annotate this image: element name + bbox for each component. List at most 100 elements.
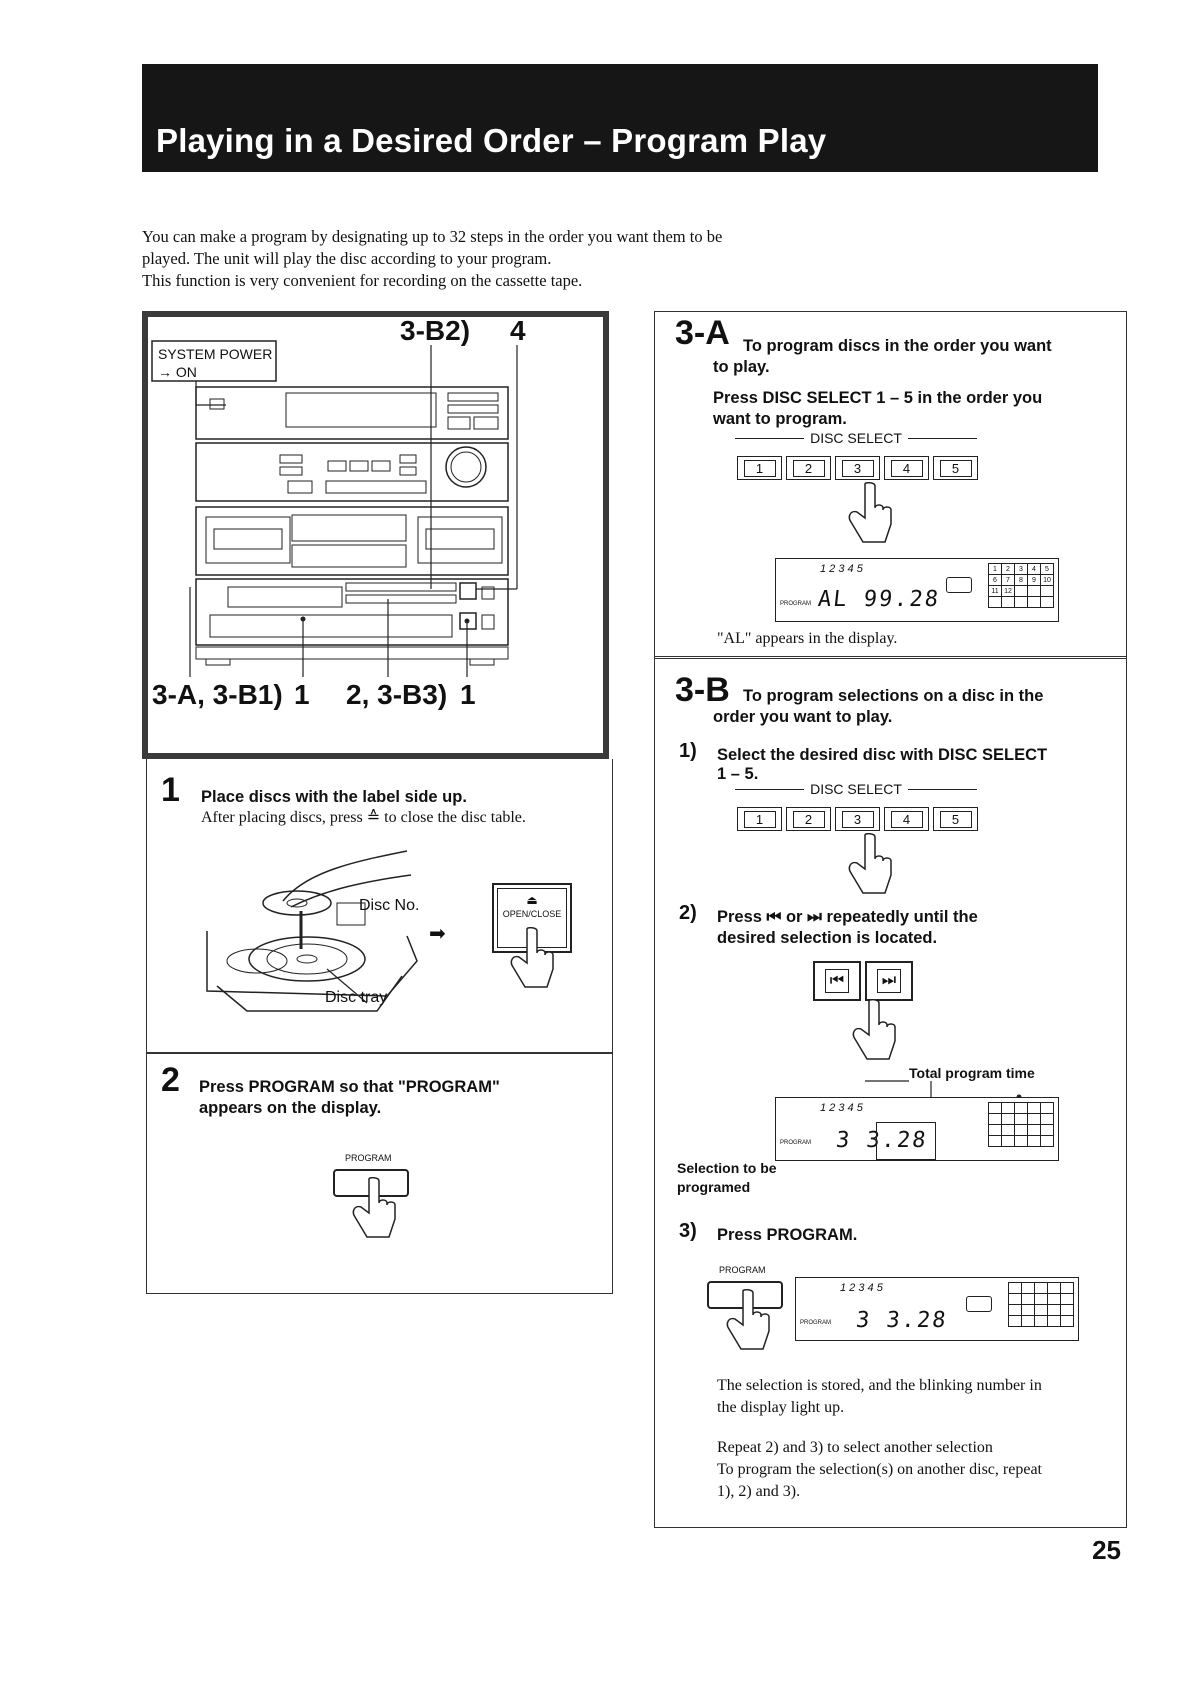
- step3b-heading-2: order you want to play.: [713, 708, 893, 726]
- stereo-drawing: [151, 340, 518, 677]
- step3b-body-2: the display light up.: [717, 1399, 845, 1416]
- step3b-body-1: The selection is stored, and the blinkin…: [717, 1377, 1042, 1394]
- disc-tray-illustration: [206, 850, 418, 1012]
- hand-pointer-icon: [352, 1177, 396, 1238]
- disc-select-buttons-3b: 1 2 3 4 5: [737, 807, 978, 831]
- arrow-icon: ➡: [429, 923, 446, 945]
- total-program-time-label: Total program time: [909, 1065, 1035, 1081]
- disc-select-1-button[interactable]: 1: [737, 807, 782, 831]
- callout-3-b2: 3-B2): [400, 315, 471, 346]
- step1-heading: Place discs with the label side up.: [201, 788, 467, 806]
- power-label-line2: → ON: [158, 364, 197, 380]
- hand-pointer-icon: [510, 927, 554, 988]
- display-readout: AL 99.28: [816, 587, 942, 612]
- disc-select-1-button[interactable]: 1: [737, 456, 782, 480]
- substep1-text-2: 1 – 5.: [717, 765, 759, 783]
- hand-pointer-icon: [852, 999, 896, 1060]
- step1-box: 1 Place discs with the label side up. Af…: [146, 759, 613, 1054]
- step2-heading-1: Press PROGRAM so that "PROGRAM": [199, 1078, 500, 1096]
- power-label-line1: SYSTEM POWER: [158, 346, 273, 362]
- callout-3-a-3-b1: 3-A, 3-B1): [152, 679, 283, 710]
- callout-2-3-b3: 2, 3-B3): [346, 679, 448, 710]
- display-readout: 3 3.28: [854, 1308, 949, 1333]
- substep2-text-1: Press ⏮ or ⏭ repeatedly until the: [717, 908, 978, 926]
- page-number: 25: [1092, 1535, 1121, 1565]
- system-power-label: SYSTEM POWER → ON: [158, 345, 272, 381]
- disc-select-3-button[interactable]: 3: [835, 807, 880, 831]
- stereo-system-illustration: SYSTEM POWER → ON 3-B2) 4 3-A, 3-B1) 1 2…: [142, 311, 609, 759]
- step3b-body-3: Repeat 2) and 3) to select another selec…: [717, 1439, 993, 1456]
- hand-pointer-icon: [726, 1289, 770, 1350]
- callout-1b: 1: [460, 679, 476, 710]
- step3a-sub-2: want to program.: [713, 410, 847, 428]
- display-disc-numbers: 1 2 3 4 5: [820, 563, 863, 575]
- step3b-repeat-text: Repeat 2) and 3) to select another selec…: [717, 1437, 1121, 1503]
- step3b-heading-1: To program selections on a disc in the: [743, 687, 1044, 705]
- program-display-3b: 1 2 3 4 5 PROGRAM 3 3.28: [775, 1097, 1059, 1161]
- disc-select-5-button[interactable]: 5: [933, 456, 978, 480]
- disc-no-label: Disc No.: [359, 897, 420, 914]
- display-disc-numbers: 1 2 3 4 5: [840, 1282, 883, 1294]
- step1-number: 1: [161, 771, 180, 809]
- intro-text: You can make a program by designating up…: [142, 226, 862, 292]
- previous-track-icon: ⏮: [824, 969, 850, 993]
- callout-1a: 1: [294, 679, 310, 710]
- program-label: PROGRAM: [345, 1153, 392, 1163]
- previous-track-button[interactable]: ⏮: [813, 961, 861, 1001]
- cassette-icon: [966, 1296, 992, 1312]
- disc-select-label-3b: DISC SELECT: [810, 781, 902, 797]
- step3b-result-text: The selection is stored, and the blinkin…: [717, 1375, 1117, 1419]
- page-title: Playing in a Desired Order – Program Pla…: [156, 122, 827, 159]
- header-bar: [142, 64, 1098, 172]
- track-grid: [1008, 1282, 1074, 1327]
- substep3-number: 3): [679, 1220, 697, 1242]
- step3b-body-5: 1), 2) and 3).: [717, 1483, 801, 1500]
- step3a-caption: "AL" appears in the display.: [717, 630, 898, 647]
- program-label: PROGRAM: [719, 1265, 766, 1275]
- intro-line-3: This function is very convenient for rec…: [142, 271, 583, 290]
- step3b-number: 3-B: [675, 671, 730, 709]
- selection-label-line2: programed: [677, 1179, 751, 1195]
- disc-select-3-button[interactable]: 3: [835, 456, 880, 480]
- selection-label-line1: Selection to be: [677, 1160, 777, 1176]
- display-program-indicator: PROGRAM: [780, 601, 812, 607]
- hand-pointer-icon: [848, 833, 892, 894]
- intro-line-2: played. The unit will play the disc acco…: [142, 249, 552, 268]
- track-grid: [988, 1102, 1054, 1147]
- step2-box: 2 Press PROGRAM so that "PROGRAM" appear…: [146, 1052, 613, 1294]
- disc-select-4-button[interactable]: 4: [884, 456, 929, 480]
- disc-select-2-button[interactable]: 2: [786, 456, 831, 480]
- disc-select-label: DISC SELECT: [810, 430, 902, 446]
- step3a-heading-2: to play.: [713, 358, 770, 376]
- program-display-3b-final: 1 2 3 4 5 PROGRAM 3 3.28: [795, 1277, 1079, 1341]
- step3a-box: 3-A To program discs in the order you wa…: [654, 311, 1127, 659]
- step3b-body-4: To program the selection(s) on another d…: [717, 1461, 1042, 1478]
- step1-body: After placing discs, press ≙ to close th…: [201, 809, 526, 826]
- step2-number: 2: [161, 1061, 180, 1099]
- disc-select-5-button[interactable]: 5: [933, 807, 978, 831]
- hand-pointer-icon: [848, 482, 892, 543]
- disc-select-caption: DISC SELECT: [735, 430, 977, 446]
- disc-select-buttons: 1 2 3 4 5: [737, 456, 978, 480]
- substep3-text: Press PROGRAM.: [717, 1226, 858, 1244]
- cassette-icon: [946, 577, 972, 593]
- disc-tray-label: Disc tray: [325, 989, 388, 1006]
- step2-heading-2: appears on the display.: [199, 1099, 382, 1117]
- next-track-icon: ⏭: [876, 969, 902, 993]
- disc-select-4-button[interactable]: 4: [884, 807, 929, 831]
- intro-line-1: You can make a program by designating up…: [142, 227, 723, 246]
- step3a-number: 3-A: [675, 314, 730, 352]
- step3a-heading-1: To program discs in the order you want: [743, 337, 1052, 355]
- next-track-button[interactable]: ⏭: [865, 961, 913, 1001]
- display-program-indicator: PROGRAM: [800, 1320, 832, 1326]
- display-disc-numbers: 1 2 3 4 5: [820, 1102, 863, 1114]
- disc-select-2-button[interactable]: 2: [786, 807, 831, 831]
- substep2-number: 2): [679, 902, 697, 924]
- selection-to-be-programmed-label: Selection to be programed: [677, 1159, 777, 1197]
- callout-4: 4: [510, 315, 526, 346]
- substep1-text-1: Select the desired disc with DISC SELECT: [717, 746, 1048, 764]
- substep2-text-2: desired selection is located.: [717, 929, 938, 947]
- step3a-sub-1: Press DISC SELECT 1 – 5 in the order you: [713, 389, 1043, 407]
